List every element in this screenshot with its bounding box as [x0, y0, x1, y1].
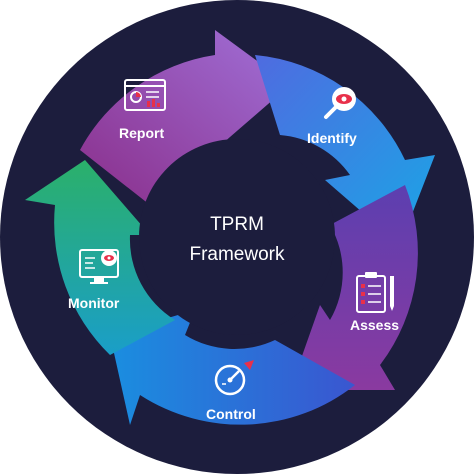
stage-label-identify: Identify — [307, 130, 357, 146]
stage-label-report: Report — [119, 125, 164, 141]
center-title-line2: Framework — [189, 244, 285, 265]
segment-control — [110, 310, 355, 425]
magnifier-eye-icon — [324, 87, 356, 119]
segment-assess — [290, 185, 418, 390]
stage-label-monitor: Monitor — [68, 295, 120, 311]
stage-label-control: Control — [206, 406, 256, 422]
segment-monitor — [25, 160, 175, 355]
center-title-line1: TPRM — [210, 214, 264, 235]
monitor-eye-icon — [79, 249, 119, 284]
gauge-icon — [214, 360, 254, 396]
report-icon — [124, 79, 166, 111]
stage-label-assess: Assess — [350, 317, 399, 333]
clipboard-checklist-icon — [356, 272, 394, 313]
center-circle — [139, 139, 335, 335]
segment-report — [80, 30, 290, 205]
